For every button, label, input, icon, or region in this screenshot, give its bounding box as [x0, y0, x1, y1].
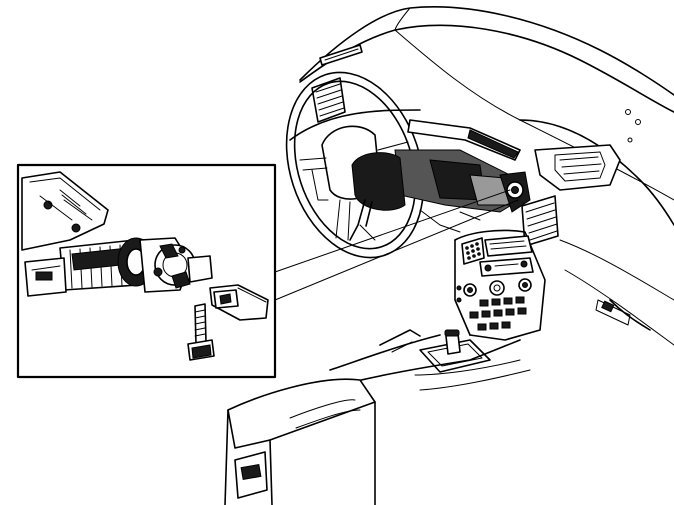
- speaker-grille-dots: [465, 242, 481, 260]
- callout-lines: [274, 189, 519, 301]
- steering-shaft: [24, 239, 139, 297]
- mounting-bracket: [21, 171, 109, 251]
- inset-detail: [16, 163, 277, 379]
- steering-column-module: [349, 119, 531, 241]
- center-vent: [534, 144, 621, 191]
- center-console: [224, 329, 531, 505]
- center-stack: [454, 229, 546, 341]
- right-vent: [521, 195, 559, 247]
- left-vent: [311, 77, 346, 123]
- bolt: [187, 303, 215, 361]
- lower-shaft: [209, 284, 269, 321]
- universal-joint: [117, 237, 213, 293]
- gear-selector: [419, 329, 491, 373]
- defroster-slot: [319, 44, 363, 66]
